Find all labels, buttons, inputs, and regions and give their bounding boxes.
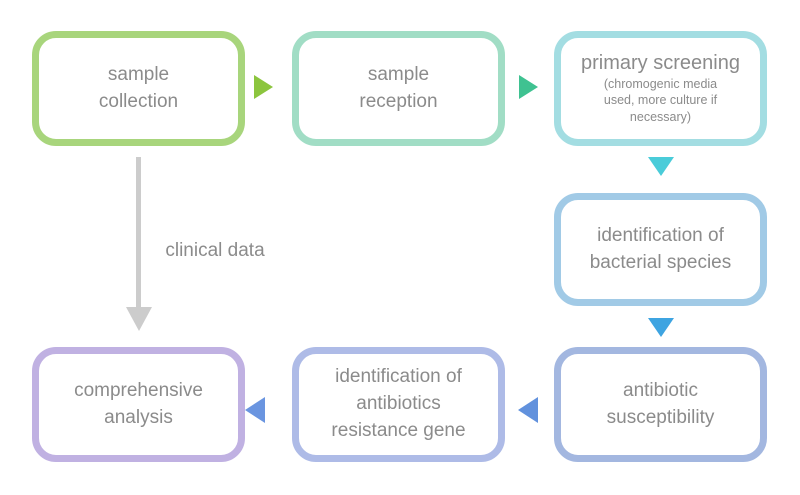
arrow-right-icon xyxy=(519,75,538,99)
flow-box-label: identification of bacterial species xyxy=(589,224,732,273)
clinical-data-arrow-line xyxy=(136,157,141,308)
clinical-data-arrow-head-icon xyxy=(126,307,152,331)
flow-box-label: identification of antibiotics resistance… xyxy=(331,366,466,441)
flow-box-sample-reception: sample reception xyxy=(292,31,505,146)
flow-box-antibiotic-susceptibility: antibiotic susceptibility xyxy=(554,347,767,462)
clinical-data-label: clinical data xyxy=(165,240,265,261)
flow-box-sublabel: (chromogenic media used, more culture if… xyxy=(603,77,718,124)
flow-box-label: sample reception xyxy=(359,63,438,112)
flow-box-label: primary screening xyxy=(581,52,740,75)
flow-box-label: sample collection xyxy=(98,63,179,112)
flow-box-label: antibiotic susceptibility xyxy=(606,379,715,428)
flow-box-comprehensive-analysis: comprehensive analysis xyxy=(32,347,245,462)
flow-box-identification-of-antibiotics-resistance-gene: identification of antibiotics resistance… xyxy=(292,347,505,462)
arrow-left-icon xyxy=(518,397,538,423)
arrow-left-icon xyxy=(245,397,265,423)
flow-box-primary-screening: primary screening (chromogenic media use… xyxy=(554,31,767,146)
arrow-right-icon xyxy=(254,75,273,99)
arrow-down-icon xyxy=(648,318,674,337)
flow-box-sample-collection: sample collection xyxy=(32,31,245,146)
flow-box-label: comprehensive analysis xyxy=(74,379,203,428)
flow-box-identification-of-bacterial-species: identification of bacterial species xyxy=(554,193,767,306)
arrow-down-icon xyxy=(648,157,674,176)
